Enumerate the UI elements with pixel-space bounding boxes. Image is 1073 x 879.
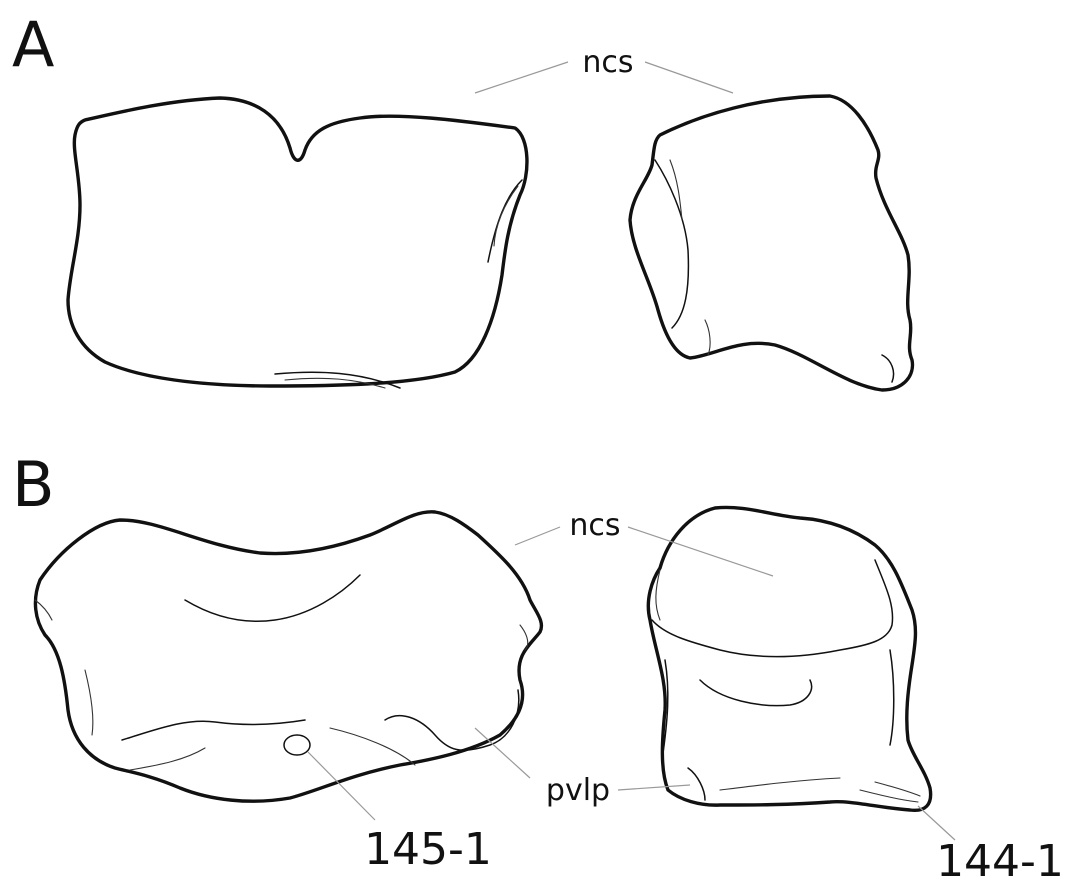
panel-b-left-vertebra-outline: [35, 512, 541, 801]
panel-b-144-leader: [918, 806, 955, 840]
panel-a-ncs-label: ncs: [582, 45, 633, 80]
panel-b-ncs-leader-left: [515, 527, 560, 545]
panel-b-pvlp-label: pvlp: [546, 773, 610, 808]
panel-b-letter: B: [12, 448, 55, 521]
specimen-label-145-1: 145-1: [364, 824, 492, 875]
specimen-label-144-1: 144-1: [936, 836, 1064, 879]
panel-b-pvlp-leader-left: [475, 728, 530, 778]
panel-a-right-vertebra-outline: [630, 96, 912, 390]
panel-a-ncs-leader-right: [645, 62, 733, 93]
panel-a-letter: A: [12, 8, 54, 81]
panel-b: B ncs pvlp 145-1 144-1: [12, 448, 1064, 879]
panel-a: A ncs: [12, 8, 912, 390]
panel-a-ncs-leader-left: [475, 62, 568, 93]
panel-b-right-vertebra-outline: [648, 507, 930, 810]
panel-b-ncs-label: ncs: [569, 508, 620, 543]
panel-a-left-vertebra-outline: [68, 98, 527, 386]
